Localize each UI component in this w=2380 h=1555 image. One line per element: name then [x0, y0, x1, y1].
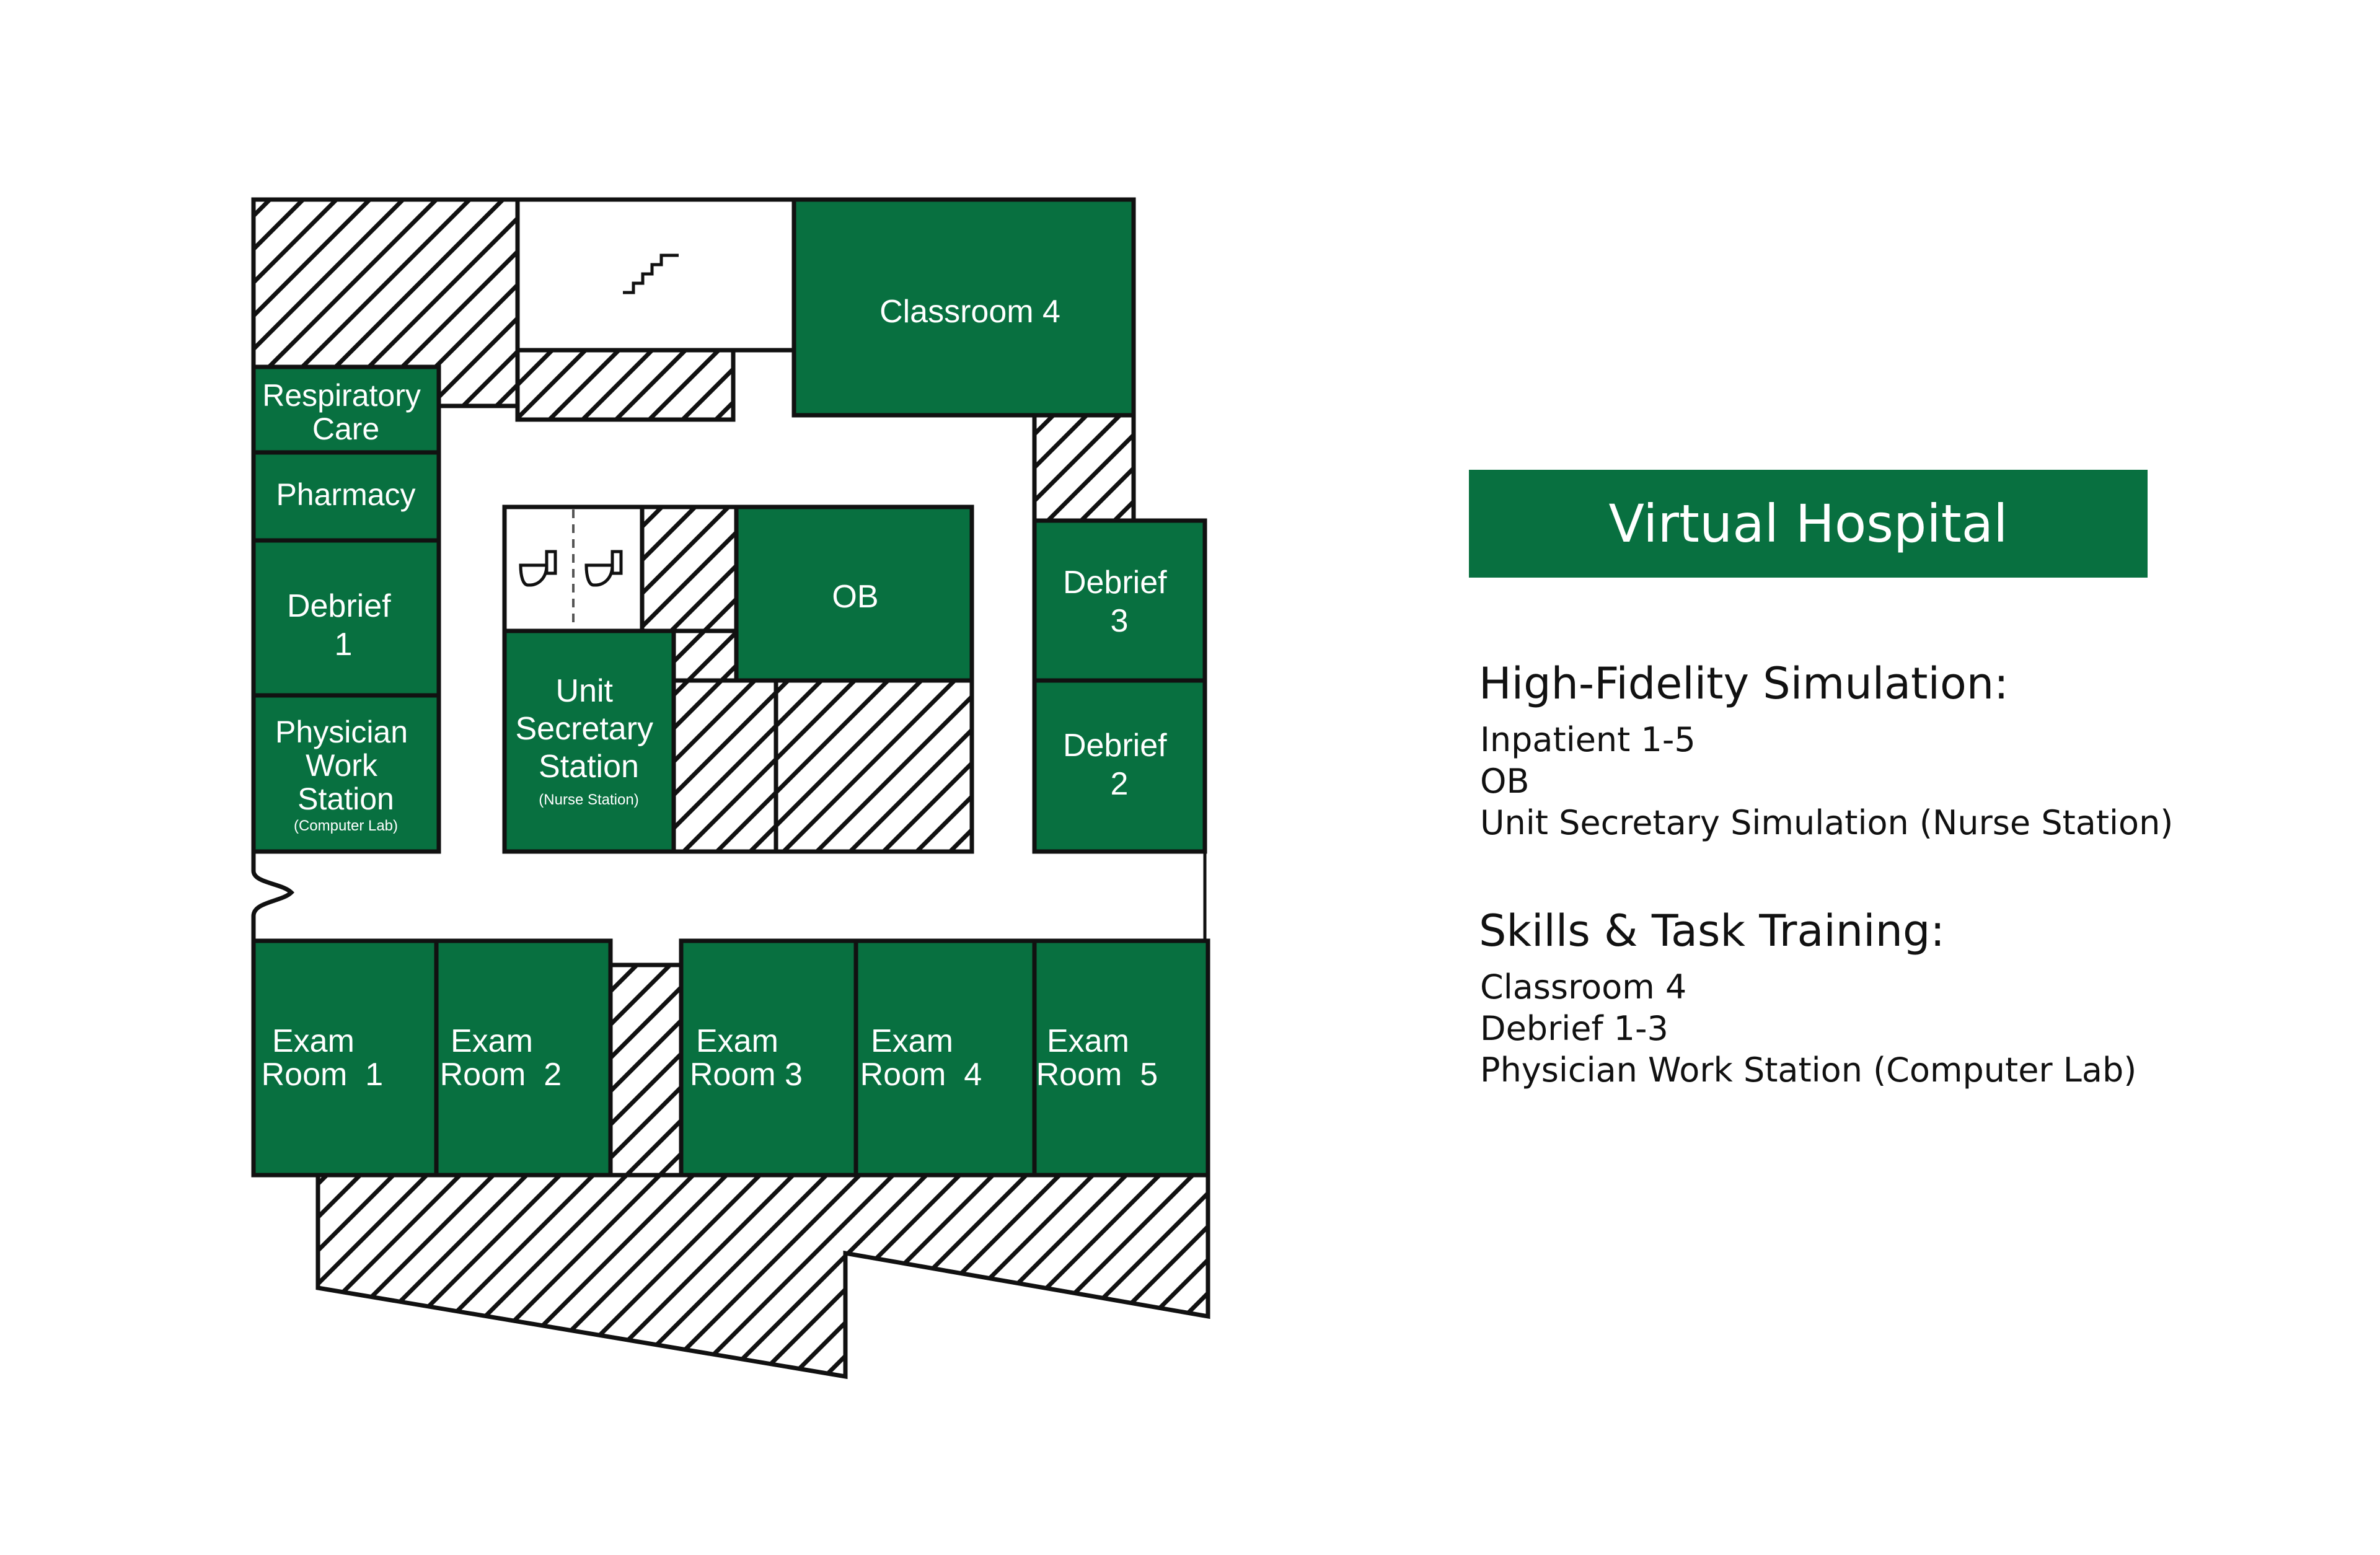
label-debrief-2: Debrief 2 — [1063, 728, 1176, 802]
hatch-between-exams — [608, 963, 684, 1178]
room-ob[interactable] — [734, 504, 974, 683]
skills-list: Classroom 4 Debrief 1-3 Physician Work S… — [1469, 966, 2154, 1091]
list-item: Classroom 4 — [1480, 967, 1687, 1007]
toilet-icon — [584, 550, 623, 587]
label-debrief-1: Debrief 1 — [287, 588, 400, 663]
hatch-bottom — [315, 1173, 1210, 1380]
room-unit-secretary-station[interactable] — [502, 628, 676, 854]
hatch-center-a — [640, 504, 739, 633]
label-physician-sub: (Computer Lab) — [294, 817, 398, 834]
label-unit-secretary-sub: (Nurse Station) — [539, 791, 638, 808]
label-ob: OB — [832, 579, 878, 615]
room-labels: Classroom 4 Respiratory Care Pharmacy De… — [262, 294, 1203, 1093]
hatch-under-stairs — [515, 348, 736, 422]
high-fidelity-list: Inpatient 1-5 OB Unit Secretary Simulati… — [1469, 719, 2174, 844]
label-pharmacy: Pharmacy — [276, 477, 415, 512]
rooms — [251, 197, 1210, 1178]
room-respiratory-care[interactable] — [251, 364, 441, 455]
list-item: Debrief 1-3 — [1480, 1009, 1668, 1048]
room-pharmacy[interactable] — [251, 450, 441, 543]
label-classroom-4: Classroom 4 — [879, 294, 1060, 330]
room-exam-2[interactable] — [434, 938, 613, 1178]
outer-wall — [251, 852, 294, 941]
room-exam-5[interactable] — [1032, 938, 1210, 1178]
stairs-icon — [623, 253, 679, 294]
hatch-right-column — [1032, 413, 1136, 523]
hatched-areas — [251, 197, 1210, 1380]
room-debrief-1[interactable] — [251, 538, 441, 698]
legend-title: Virtual Hospital — [1469, 470, 2148, 578]
room-debrief-2[interactable] — [1032, 678, 1207, 854]
hatch-center-b — [671, 628, 739, 683]
label-debrief-3: Debrief 3 — [1063, 565, 1176, 639]
label-exam-4: Exam Room 4 — [860, 1023, 1027, 1093]
toilet-icon — [519, 550, 557, 587]
label-exam-1: Exam Room 1 — [262, 1023, 428, 1093]
legend: Virtual Hospital High-Fidelity Simulatio… — [1469, 470, 2174, 1091]
label-exam-3: Exam Room 3 — [690, 1023, 847, 1093]
label-unit-secretary-station: Unit Secretary Station — [516, 673, 663, 785]
label-physician-work-station: Physician Work Station — [275, 715, 416, 816]
list-item: Unit Secretary Simulation (Nurse Station… — [1480, 803, 2174, 842]
hatch-center-d — [774, 678, 974, 854]
list-item: Physician Work Station (Computer Lab) — [1480, 1051, 2137, 1090]
label-exam-2: Exam Room 2 — [440, 1023, 607, 1093]
skills-title: Skills & Task Training: — [1479, 905, 1945, 956]
room-physician-work-station[interactable] — [251, 693, 441, 854]
label-respiratory-care: Respiratory Care — [262, 378, 430, 446]
list-item: OB — [1480, 762, 1530, 801]
hatch-center-c — [671, 678, 778, 854]
room-debrief-3[interactable] — [1032, 518, 1207, 683]
high-fidelity-title: High-Fidelity Simulation: — [1479, 658, 2009, 709]
stairwell — [515, 197, 796, 353]
list-item: Inpatient 1-5 — [1480, 720, 1696, 759]
room-classroom-4[interactable] — [791, 197, 1136, 418]
label-exam-5: Exam Room 5 — [1036, 1023, 1203, 1093]
room-exam-4[interactable] — [853, 938, 1037, 1178]
